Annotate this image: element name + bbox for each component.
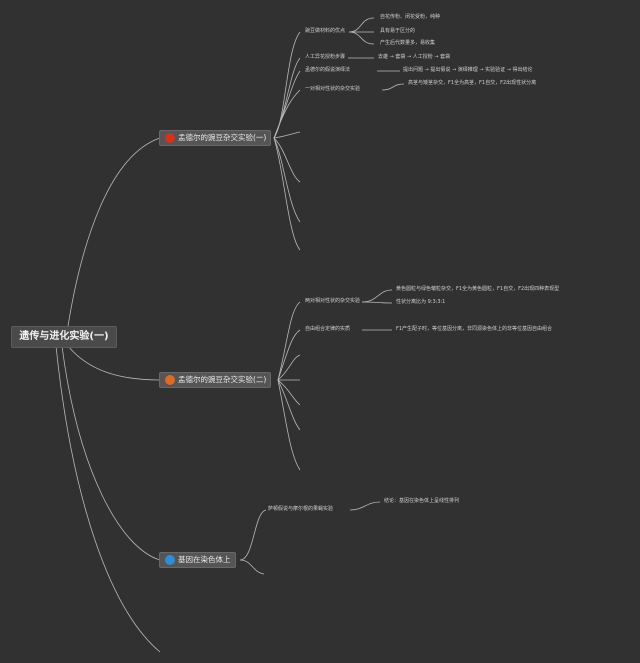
detail-text: 结论：基因在染色体上呈线性排列 — [384, 498, 460, 504]
detail-text: 具有易于区分的 — [380, 28, 416, 34]
root-topic[interactable]: 遗传与进化实验(一) — [11, 326, 117, 348]
detail-text: 提出问题 → 提出假说 → 演绎推理 → 实验验证 → 得出结论 — [403, 67, 533, 73]
detail-text: 去雄 → 套袋 → 人工授粉 → 套袋 — [378, 54, 451, 60]
branch-label: 基因在染色体上 — [178, 555, 231, 564]
topic-hypothetico-deductive[interactable]: 孟德尔的假说演绎法 — [305, 67, 351, 73]
detail-text: 自花传粉、闭花受粉，纯种 — [380, 14, 441, 20]
branch-label: 孟德尔的豌豆杂交实验(一) — [178, 133, 267, 142]
topic-pollination-steps[interactable]: 人工异花授粉步骤 — [305, 54, 346, 60]
detail-text: 黄色圆粒与绿色皱粒杂交，F1全为黄色圆粒，F1自交，F2出现四种表现型 — [396, 286, 560, 292]
branch-label: 孟德尔的豌豆杂交实验(二) — [178, 375, 267, 384]
topic-sutton-morgan[interactable]: 萨顿假说与摩尔根的果蝇实验 — [268, 506, 334, 512]
red-circle-icon — [165, 133, 175, 143]
branch-genes-on-chromosomes[interactable]: 基因在染色体上 — [159, 552, 236, 568]
topic-independent-assortment[interactable]: 自由组合定律的实质 — [305, 326, 351, 332]
topic-pea-advantages[interactable]: 豌豆做材料的优点 — [305, 28, 346, 34]
branch-mendel-experiment-2[interactable]: 孟德尔的豌豆杂交实验(二) — [159, 372, 272, 388]
blue-circle-icon — [165, 555, 175, 565]
topic-dihybrid-cross[interactable]: 两对相对性状的杂交实验 — [305, 298, 361, 304]
orange-circle-icon — [165, 375, 175, 385]
detail-text: 性状分离比为 9:3:3:1 — [396, 299, 446, 305]
detail-text: 高茎与矮茎杂交，F1全为高茎，F1自交，F2出现性状分离 — [408, 80, 537, 86]
root-topic-label: 遗传与进化实验(一) — [19, 331, 109, 342]
branch-mendel-experiment-1[interactable]: 孟德尔的豌豆杂交实验(一) — [159, 130, 272, 146]
detail-text: F1产生配子时，等位基因分离，非同源染色体上的非等位基因自由组合 — [396, 326, 553, 332]
detail-text: 产生后代数量多，易收集 — [380, 40, 436, 46]
topic-monohybrid-cross[interactable]: 一对相对性状的杂交实验 — [305, 86, 361, 92]
